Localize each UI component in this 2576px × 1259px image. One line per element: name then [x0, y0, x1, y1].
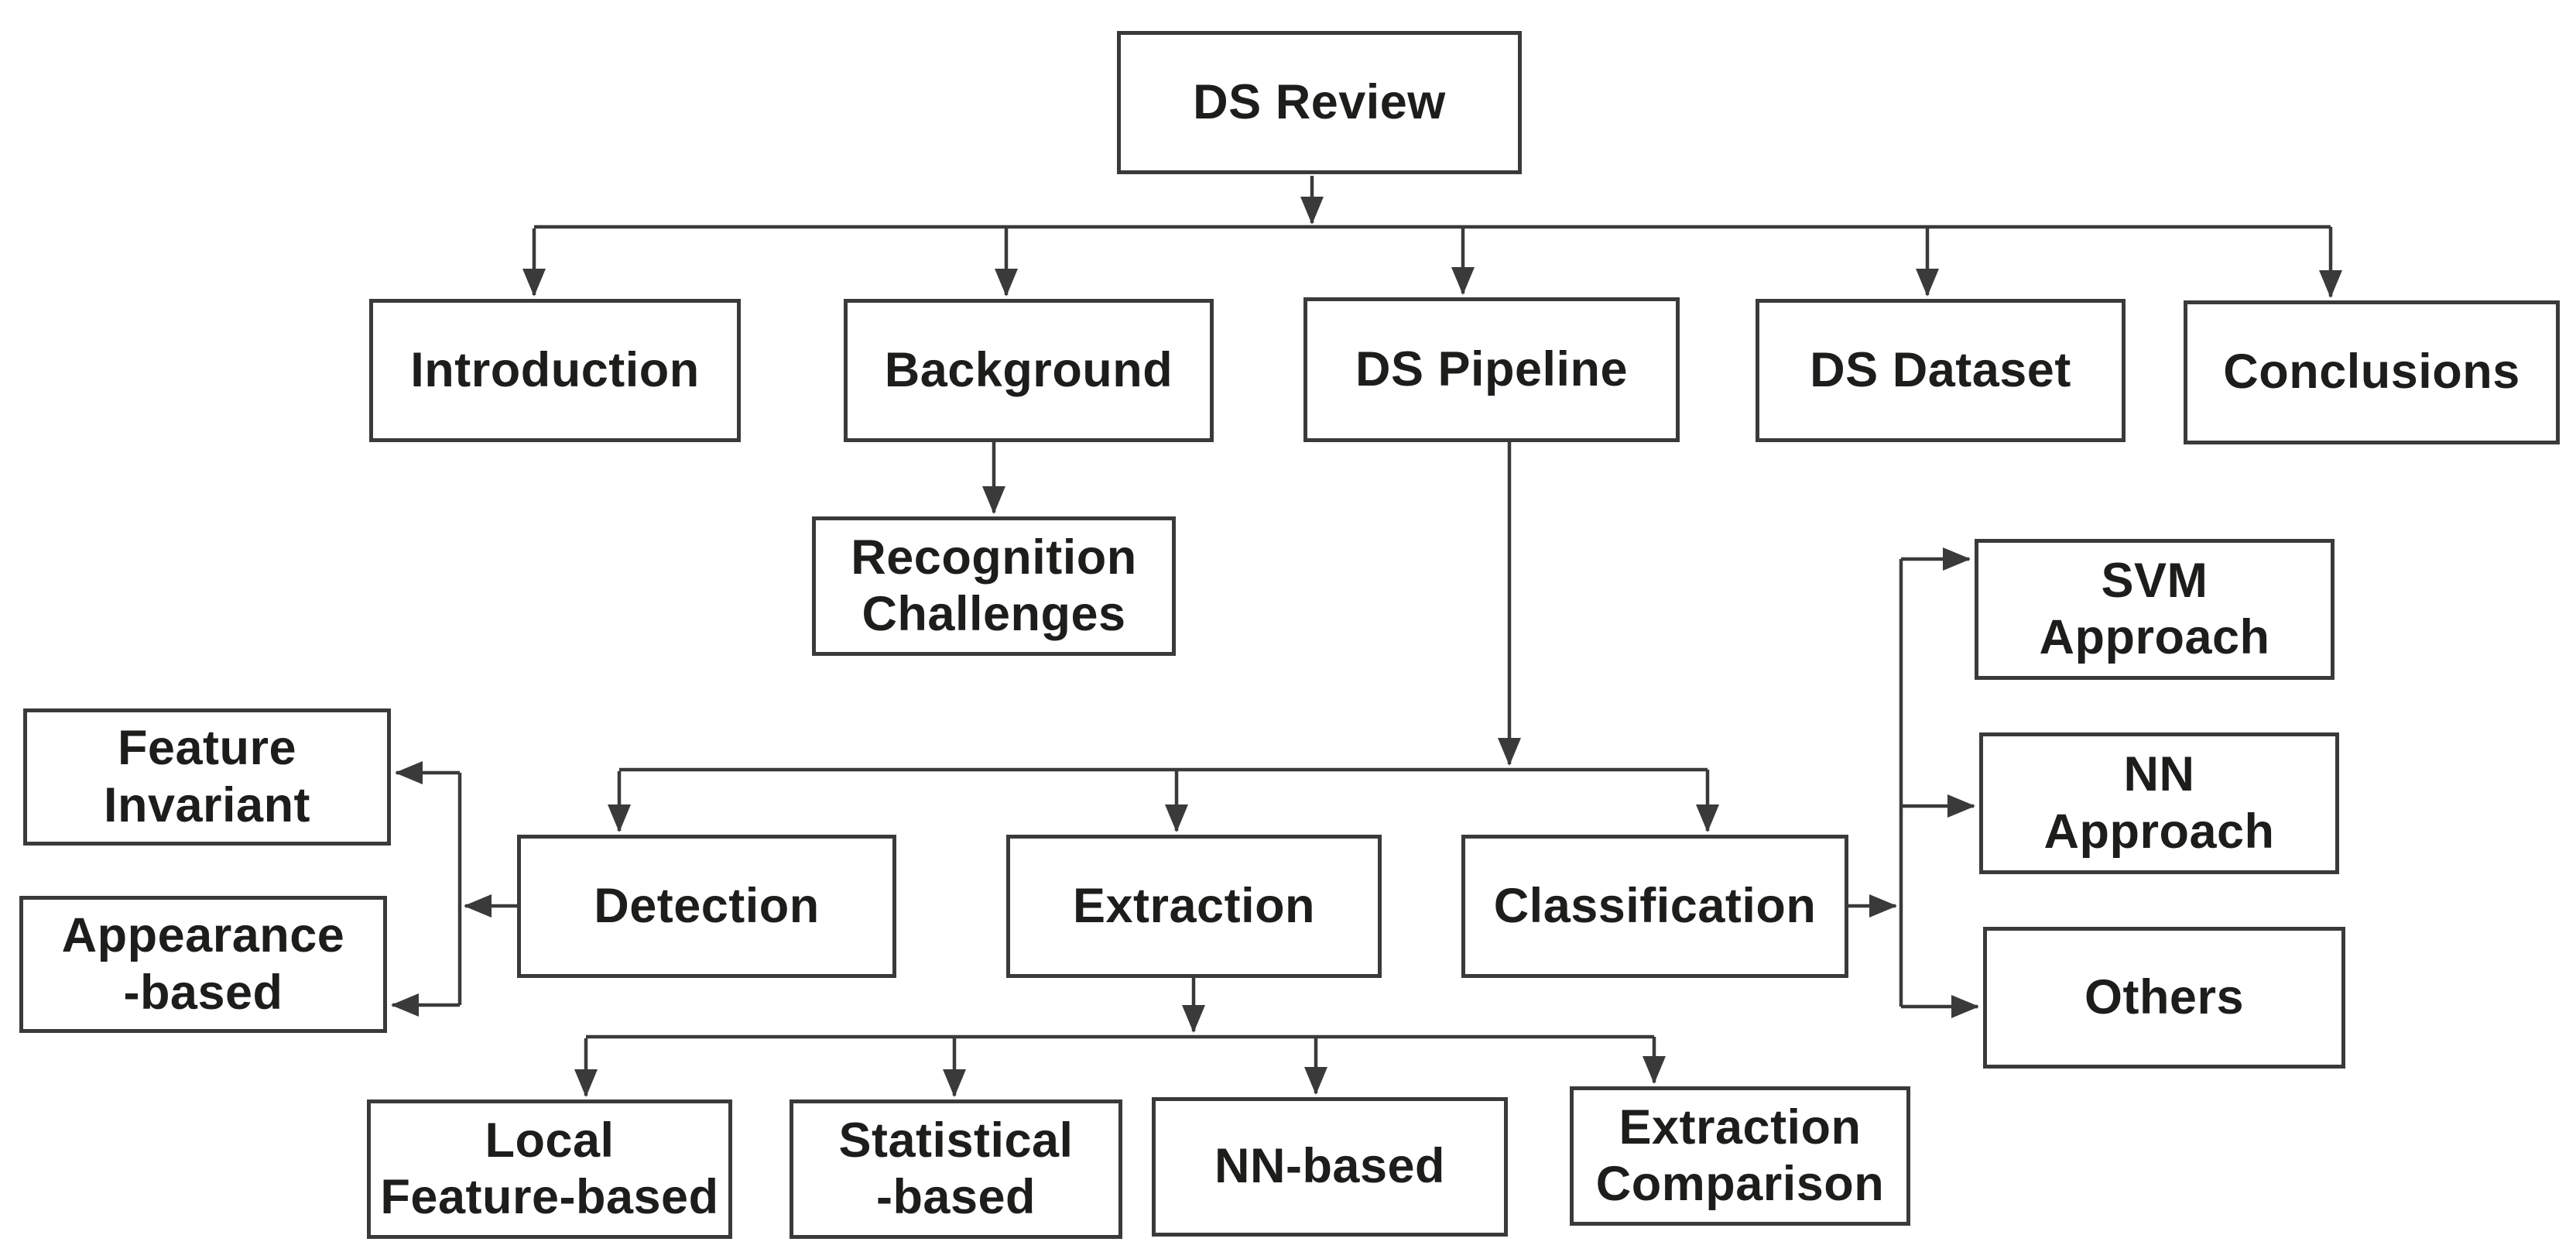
node-local-feature-based: Local Feature-based [367, 1099, 732, 1239]
node-appearance-based-label: Appearance -based [61, 908, 345, 1020]
node-extraction-comparison-label: Extraction Comparison [1595, 1099, 1885, 1211]
node-others: Others [1983, 927, 2345, 1069]
node-introduction: Introduction [369, 299, 741, 442]
node-extraction-label: Extraction [1072, 878, 1316, 933]
node-recognition-challenges: Recognition Challenges [812, 516, 1176, 656]
node-introduction-label: Introduction [410, 342, 700, 397]
node-ds-review-label: DS Review [1193, 74, 1446, 129]
node-svm-approach: SVM Approach [1975, 539, 2334, 680]
node-extraction-comparison: Extraction Comparison [1570, 1086, 1910, 1226]
node-extraction: Extraction [1006, 835, 1382, 978]
edge-extraction-to-bottom-methods [574, 978, 1666, 1097]
node-local-feature-based-label: Local Feature-based [380, 1113, 719, 1224]
node-others-label: Others [2084, 969, 2245, 1024]
node-recognition-challenges-label: Recognition Challenges [851, 530, 1137, 641]
node-nn-based-label: NN-based [1214, 1139, 1446, 1194]
node-statistical-based: Statistical -based [790, 1099, 1122, 1239]
edge-dspipeline-to-pipeline-stages [608, 442, 1719, 832]
edge-dsreview-to-level2 [522, 176, 2342, 298]
node-classification-label: Classification [1493, 878, 1817, 933]
node-ds-dataset: DS Dataset [1756, 299, 2126, 442]
edge-detection-to-left-methods [391, 761, 517, 1017]
node-conclusions: Conclusions [2184, 300, 2560, 444]
node-ds-pipeline: DS Pipeline [1303, 297, 1680, 442]
node-conclusions-label: Conclusions [2223, 345, 2520, 400]
node-ds-review: DS Review [1117, 31, 1522, 174]
node-ds-dataset-label: DS Dataset [1810, 342, 2071, 397]
node-svm-approach-label: SVM Approach [2039, 553, 2270, 664]
edge-classification-to-right-approaches [1848, 547, 1979, 1018]
node-detection: Detection [517, 835, 896, 978]
node-nn-approach: NN Approach [1979, 732, 2339, 874]
node-ds-pipeline-label: DS Pipeline [1355, 341, 1629, 396]
node-appearance-based: Appearance -based [19, 896, 387, 1033]
node-statistical-based-label: Statistical -based [838, 1113, 1074, 1224]
node-nn-based: NN-based [1152, 1097, 1508, 1237]
node-detection-label: Detection [594, 878, 820, 933]
node-classification: Classification [1461, 835, 1848, 978]
node-background-label: Background [884, 342, 1173, 397]
node-background: Background [844, 299, 1214, 442]
node-nn-approach-label: NN Approach [2043, 747, 2275, 859]
node-feature-invariant: Feature Invariant [23, 708, 391, 846]
node-feature-invariant-label: Feature Invariant [103, 721, 311, 832]
